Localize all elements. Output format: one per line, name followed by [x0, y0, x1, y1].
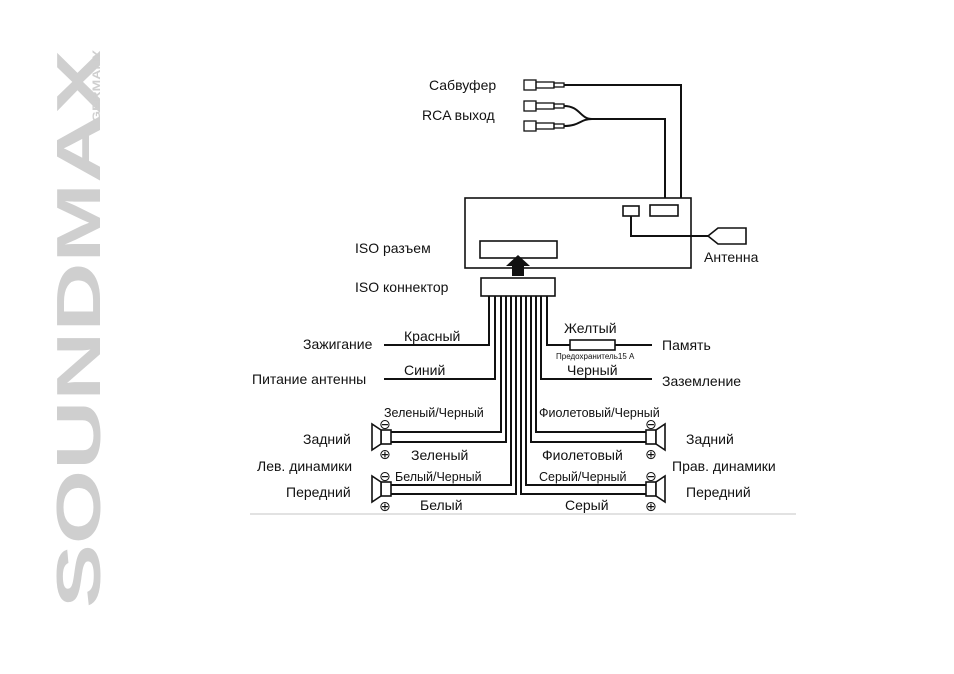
label-right-speakers: Прав. динамики	[672, 458, 776, 474]
speaker-icon	[645, 474, 666, 504]
label-antenna-power: Питание антенны	[252, 371, 366, 387]
label-gray-black: Серый/Черный	[539, 470, 626, 484]
wire-gray	[520, 296, 646, 495]
speaker-icon	[371, 422, 392, 452]
label-fuse: Предохранитель15 А	[556, 352, 635, 361]
label-front-left: Передний	[286, 484, 351, 500]
label-front-right: Передний	[686, 484, 751, 500]
speaker-icon	[371, 474, 392, 504]
wire-blue	[384, 296, 496, 380]
label-yellow: Желтый	[564, 320, 617, 336]
iso-connector	[480, 277, 556, 297]
label-gray: Серый	[565, 497, 609, 513]
brand-watermark: SOUNDMAX GERMANY	[45, 49, 114, 608]
label-subwoofer: Сабвуфер	[429, 77, 496, 93]
label-black: Черный	[567, 362, 618, 378]
label-blue: Синий	[404, 362, 445, 378]
label-ground: Заземление	[662, 373, 741, 389]
label-white: Белый	[420, 497, 463, 513]
label-green: Зеленый	[411, 447, 468, 463]
label-memory: Память	[662, 337, 711, 353]
polarity-plus: ⊕	[379, 446, 391, 462]
rca-out-cable	[563, 105, 666, 205]
label-white-black: Белый/Черный	[395, 470, 482, 484]
label-green-black: Зеленый/Черный	[384, 406, 484, 420]
label-red: Красный	[404, 328, 460, 344]
wire-black	[540, 296, 652, 380]
rca-plug-icon	[523, 100, 565, 112]
wire-green-black	[391, 296, 502, 433]
wire-white-black	[391, 296, 512, 486]
polarity-minus: ⊖	[645, 468, 657, 484]
wire-violet	[530, 296, 646, 443]
polarity-plus: ⊕	[645, 446, 657, 462]
polarity-minus: ⊖	[379, 468, 391, 484]
polarity-plus: ⊕	[645, 498, 657, 514]
iso-socket	[479, 240, 558, 259]
label-antenna: Антенна	[704, 249, 759, 265]
brand-sub: GERMANY	[91, 49, 103, 122]
speaker-icon	[645, 422, 666, 452]
wire-white	[391, 296, 517, 495]
wire-yellow	[546, 296, 652, 346]
brand-name: SOUNDMAX	[45, 50, 114, 608]
label-iso-socket: ISO разъем	[355, 240, 431, 256]
wire-gray-black	[525, 296, 646, 486]
wire-violet-black	[535, 296, 646, 433]
label-rca-out: RCA выход	[422, 107, 495, 123]
label-violet-black: Фиолетовый/Черный	[539, 406, 660, 420]
rca-plug-icon	[523, 120, 565, 132]
polarity-plus: ⊕	[379, 498, 391, 514]
antenna-socket	[622, 205, 640, 217]
rca-out-cable-branch	[563, 118, 593, 127]
label-rear-right: Задний	[686, 431, 734, 447]
antenna-plug-icon	[706, 227, 747, 245]
label-left-speakers: Лев. динамики	[257, 458, 352, 474]
arrow-up-icon	[506, 255, 530, 276]
label-violet: Фиолетовый	[542, 447, 623, 463]
rca-socket	[649, 204, 679, 217]
antenna-cable	[630, 216, 708, 237]
wire-green	[391, 296, 507, 443]
label-iso-connector: ISO коннектор	[355, 279, 449, 295]
wire-red	[384, 296, 490, 346]
polarity-minus: ⊖	[645, 416, 657, 432]
polarity-minus: ⊖	[379, 416, 391, 432]
label-ignition: Зажигание	[303, 336, 373, 352]
subwoofer-cable	[564, 84, 682, 205]
label-rear-left: Задний	[303, 431, 351, 447]
fuse-icon	[569, 339, 616, 351]
rca-plug-icon	[523, 79, 565, 91]
